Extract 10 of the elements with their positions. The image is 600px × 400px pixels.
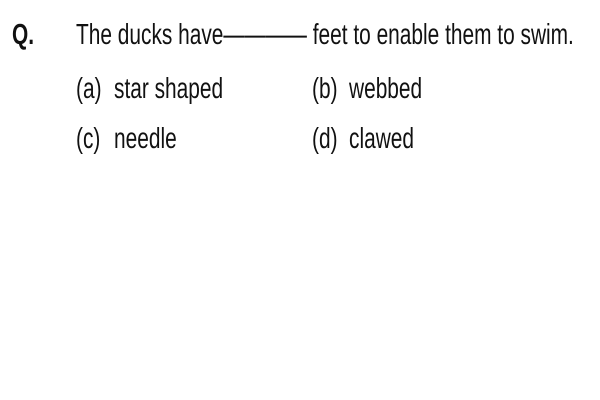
- option-letter: (b): [312, 72, 338, 106]
- option-text: star shaped: [114, 72, 224, 106]
- option-text: clawed: [349, 122, 414, 156]
- option-letter: (a): [76, 72, 102, 106]
- option-text: webbed: [349, 72, 422, 106]
- question-text: The ducks have———— feet to enable them to swim.: [76, 18, 574, 52]
- option-letter: (c): [76, 122, 100, 156]
- option-letter: (d): [312, 122, 338, 156]
- option-text: needle: [114, 122, 177, 156]
- question-marker: Q.: [12, 18, 34, 52]
